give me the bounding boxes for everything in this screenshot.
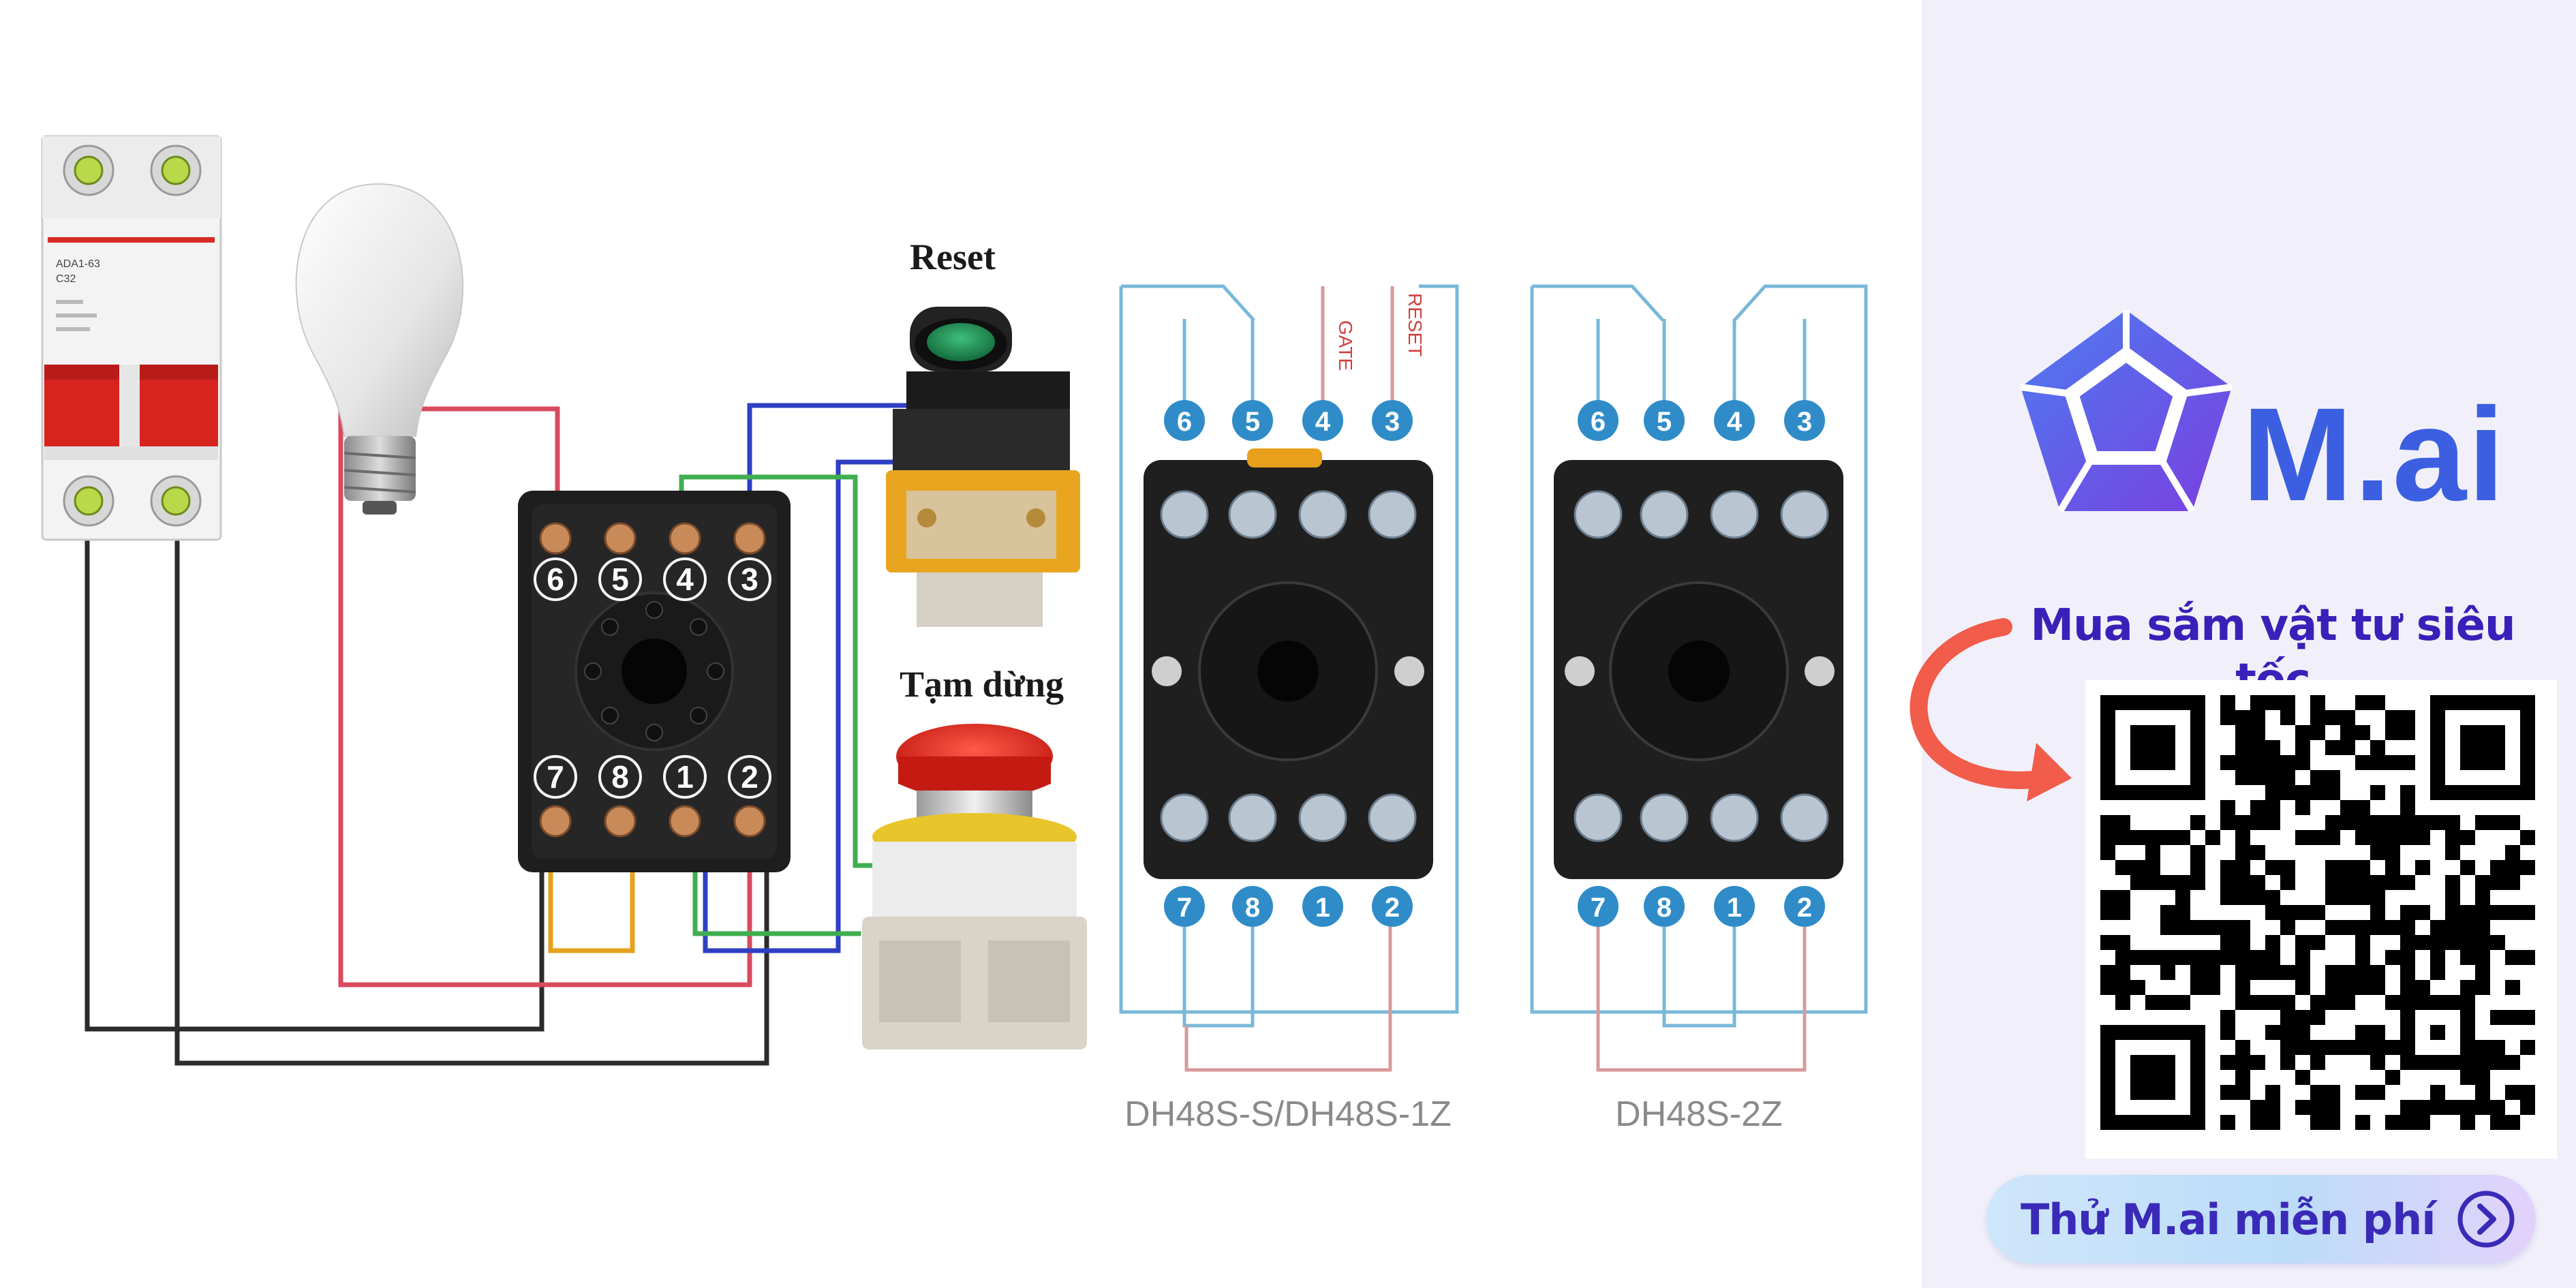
black-wire-1: [85, 529, 545, 1032]
socket-pin-4: 4: [676, 562, 694, 597]
timer1-pin-4: 4: [1315, 407, 1331, 437]
timer1-pin-1: 1: [1315, 893, 1330, 923]
timer1-pin-3: 3: [1385, 407, 1400, 437]
yellow-wire: [548, 822, 635, 953]
timer1-model-label: DH48S-S/DH48S-1Z: [1124, 1094, 1452, 1134]
reset-pin-label: RESET: [1405, 293, 1426, 356]
timer2-pin-1: 1: [1727, 893, 1742, 923]
blue-wire-1: [747, 403, 919, 510]
pause-push-button: Tạm dừng: [862, 664, 1087, 1049]
timer1-pin-6: 6: [1177, 407, 1192, 437]
curved-arrow-icon: [1910, 618, 2072, 801]
timer2-model-label: DH48S-2Z: [1615, 1094, 1783, 1134]
reset-label: Reset: [910, 236, 996, 277]
timer1-top-pins: [1164, 400, 1413, 441]
breaker-model-text: ADA1-63: [56, 258, 100, 270]
breaker-rating-text: C32: [56, 273, 76, 285]
wiring-diagram: ADA1-63 C32: [41, 135, 1868, 1134]
qr-code[interactable]: [2085, 680, 2557, 1159]
socket-screws: [539, 522, 766, 838]
qr-code-icon: [2100, 695, 2535, 1130]
timer2-pin-8: 8: [1657, 893, 1672, 923]
timer2-pin-6: 6: [1591, 407, 1606, 437]
reset-push-button: Reset: [886, 236, 1080, 627]
socket-pin-6: 6: [547, 562, 564, 597]
green-wire-1: [679, 474, 892, 868]
brand-name: M.ai: [2242, 380, 2506, 529]
gate-label: GATE: [1335, 320, 1356, 371]
socket-pin-1: 1: [676, 759, 694, 795]
timer-schematic-2: 6 5 4 3 7 8 1 2: [1530, 284, 1868, 1134]
blue-wire-2: [703, 459, 909, 953]
timer1-pin-7: 7: [1177, 893, 1192, 923]
timer-schematic-1: GATE RESET 6 5 4 3: [1119, 284, 1459, 1134]
timer2-pin-4: 4: [1727, 407, 1743, 437]
try-free-label: Thử M.ai miễn phí: [2021, 1194, 2436, 1244]
black-wire-2: [174, 529, 769, 1066]
socket-pin-8: 8: [611, 759, 629, 795]
timer2-pin-5: 5: [1657, 407, 1672, 437]
socket-pin-3: 3: [741, 562, 758, 597]
relay-socket: 6 5 4 3 7 8 1 2: [518, 491, 791, 872]
chevron-right-icon: [2457, 1191, 2515, 1248]
timer1-pin-5: 5: [1245, 407, 1260, 437]
socket-pin-5: 5: [611, 562, 629, 597]
socket-pin-7: 7: [547, 759, 564, 795]
red-wire-2: [338, 406, 752, 987]
timer1-pin-8: 8: [1245, 893, 1260, 923]
wiring-diagram-svg: ADA1-63 C32: [41, 135, 1868, 1134]
try-free-button[interactable]: Thử M.ai miễn phí: [1987, 1175, 2536, 1263]
timer2-pin-7: 7: [1591, 893, 1606, 923]
timer1-pin-2: 2: [1385, 893, 1400, 923]
light-bulb: [295, 183, 464, 515]
timer2-pin-2: 2: [1797, 893, 1812, 923]
pause-label: Tạm dừng: [900, 664, 1064, 705]
circuit-breaker: ADA1-63 C32: [41, 135, 222, 541]
socket-pin-2: 2: [741, 759, 758, 795]
promo-panel: M.ai Mua sắm vật tư siêu tốc Thử M.ai mi…: [1910, 0, 2576, 1288]
pentagon-logo-icon: [2020, 310, 2233, 513]
timer2-pin-3: 3: [1797, 407, 1812, 437]
